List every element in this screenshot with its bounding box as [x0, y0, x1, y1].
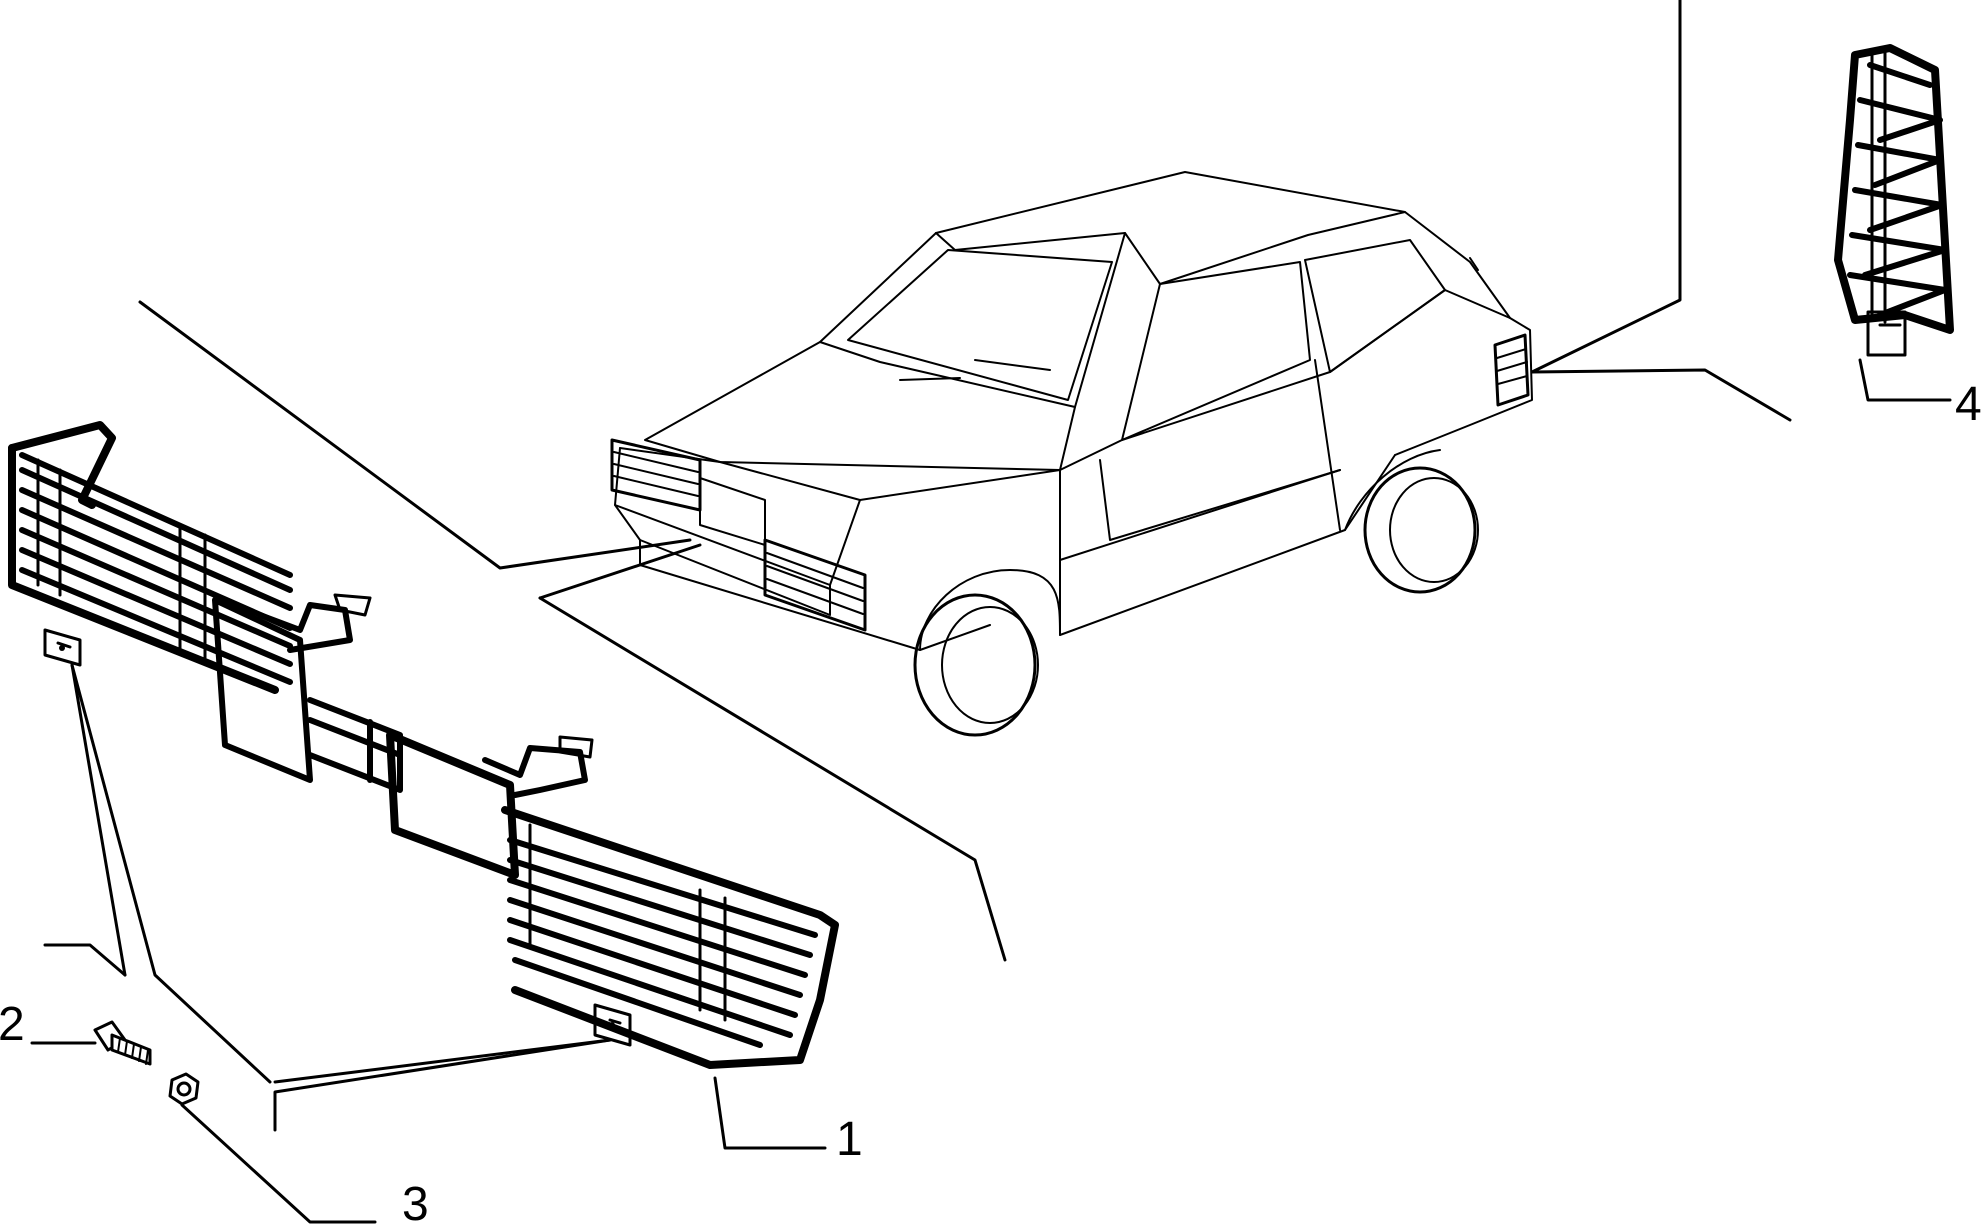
car-rear-light-guard	[1493, 333, 1530, 407]
car-front-wheel	[913, 569, 1061, 737]
leader-lines	[30, 0, 1952, 1224]
car-rear-wheel	[1344, 449, 1479, 594]
nut-icon[interactable]	[168, 1072, 200, 1106]
bolt-icon[interactable]	[93, 1020, 152, 1066]
car-front-grille-right	[763, 538, 867, 632]
front-bumper-grille-guard[interactable]	[8, 421, 839, 1069]
hatchback-car-illustration	[610, 171, 1533, 737]
callout-label-4: 4	[1955, 378, 1982, 431]
callout-label-2: 2	[0, 998, 25, 1051]
callout-label-1: 1	[836, 1113, 863, 1166]
car-front-grille-left	[610, 438, 702, 512]
callout-label-3: 3	[402, 1178, 429, 1225]
rear-light-guard[interactable]	[1834, 44, 1954, 357]
